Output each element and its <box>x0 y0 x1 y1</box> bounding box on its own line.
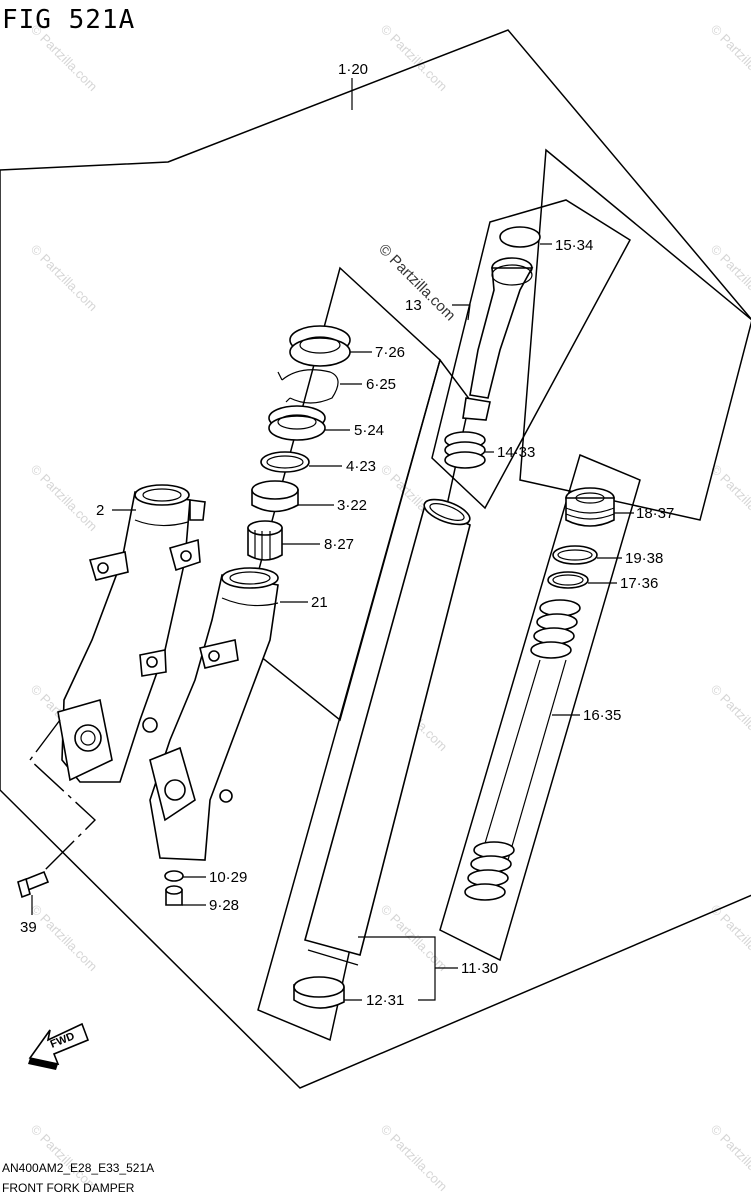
watermark: © Partzilla.com <box>28 462 101 535</box>
watermark: © Partzilla.com <box>378 22 451 95</box>
guide-bushing <box>247 520 283 561</box>
watermark: © Partzilla.com <box>708 682 751 755</box>
axle-pinch-bolt <box>17 870 50 899</box>
oil-seal <box>268 405 326 441</box>
spacer-ring <box>547 571 589 589</box>
fork-spring <box>464 599 581 901</box>
watermark: © Partzilla.com <box>708 242 751 315</box>
callout-6-25: 6·25 <box>366 376 396 393</box>
callout-9-28: 9·28 <box>209 897 239 914</box>
seal-group-frame <box>239 266 441 722</box>
drain-washer <box>164 870 184 882</box>
callout-3-22: 3·22 <box>337 497 367 514</box>
watermark: © Partzilla.com <box>708 462 751 535</box>
slide-bushing <box>251 480 299 513</box>
callout-16-35: 16·35 <box>583 707 621 724</box>
o-ring <box>552 545 598 565</box>
watermark: © Partzilla.com <box>28 242 101 315</box>
callout-21: 21 <box>311 594 328 611</box>
callout-11-30: 11·30 <box>461 960 498 977</box>
callout-39: 39 <box>20 919 37 936</box>
callout-1-20: 1·20 <box>338 61 368 78</box>
damper-rod <box>462 226 541 421</box>
oil-seal-dust <box>289 325 351 367</box>
leader-lines <box>31 78 634 1001</box>
inner-tube <box>304 498 471 966</box>
callout-8-27: 8·27 <box>324 536 354 553</box>
rebound-spring <box>444 431 486 469</box>
callout-14-33: 14·33 <box>497 444 535 461</box>
callout-2: 2 <box>96 502 104 519</box>
assembly-frame <box>0 29 751 1089</box>
callout-4-23: 4·23 <box>346 458 376 475</box>
fork-cap-bolt <box>565 487 615 527</box>
axis-line <box>29 719 97 871</box>
damper-rod-group-frame <box>431 199 631 510</box>
footer-code: AN400AM2_E28_E33_521A <box>2 1161 154 1175</box>
callout-12-31: 12·31 <box>366 992 404 1009</box>
callout-13: 13 <box>405 297 422 314</box>
inner-tube-bushing <box>293 976 345 1009</box>
watermark: © Partzilla.com <box>28 902 101 975</box>
watermark: © Partzilla.com <box>708 902 751 975</box>
watermark: © Partzilla.com <box>378 1122 451 1195</box>
outer-tube <box>57 484 206 783</box>
callout-17-36: 17·36 <box>620 575 658 592</box>
callout-5-24: 5·24 <box>354 422 384 439</box>
callout-19-38: 19·38 <box>625 550 663 567</box>
spring-group-frame-upper <box>519 148 751 521</box>
retaining-clip <box>277 369 339 404</box>
inner-tube-group-frame <box>257 358 471 1042</box>
callout-7-26: 7·26 <box>375 344 405 361</box>
callout-18-37: 18·37 <box>636 505 674 522</box>
washer <box>260 451 310 473</box>
watermark: © Partzilla.com <box>708 1122 751 1195</box>
callout-15-34: 15·34 <box>555 237 593 254</box>
piston-ring <box>499 226 541 248</box>
figure-title: FIG 521A <box>2 5 135 35</box>
watermark: © Partzilla.com <box>378 902 451 975</box>
fwd-arrow-icon: FWD <box>28 1022 90 1070</box>
callout-10-29: 10·29 <box>209 869 247 886</box>
slider-tube <box>149 567 279 861</box>
spring-group-frame <box>439 453 641 962</box>
footer-name: FRONT FORK DAMPER <box>2 1181 135 1195</box>
watermark: © Partzilla.com <box>708 22 751 95</box>
drain-bolt <box>165 885 183 906</box>
